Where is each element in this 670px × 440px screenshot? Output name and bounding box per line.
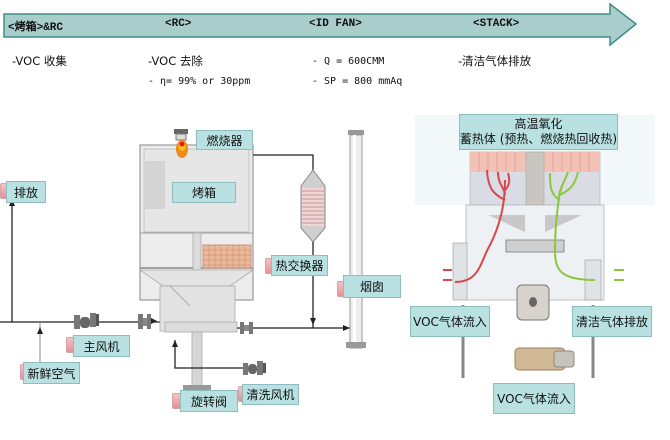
- clean-flow-arrows: [549, 171, 624, 281]
- fresh-air-inlet: [37, 322, 43, 363]
- stage-rc: <RC>: [165, 18, 192, 30]
- label-cleaning-fan: 清洗风机: [242, 384, 299, 405]
- stage-oven-rc: <烤箱>&RC: [8, 22, 64, 34]
- burner-icon: [174, 129, 188, 158]
- hot-flow-arrows: [443, 169, 511, 283]
- rto-unit: [415, 115, 655, 378]
- label-chimney: 烟囱: [343, 275, 401, 298]
- exhaust-pipe: [9, 199, 15, 322]
- id-fan-damper-icon: [240, 322, 253, 334]
- label-burner: 燃烧器: [196, 130, 253, 150]
- main-fan-icon: [74, 313, 99, 329]
- label-clean-gas-exhaust: 清洁气体排放: [572, 306, 652, 337]
- label-main-fan: 主风机: [73, 335, 130, 357]
- stage-id-fan: <ID FAN>: [309, 18, 362, 30]
- note-efficiency: - η= 99% or 30ppm: [148, 76, 251, 87]
- note-voc-collect: -VOC 收集: [12, 54, 67, 68]
- label-rto-title: 高温氧化 蓄热体 (预热、燃烧热回收热): [459, 114, 618, 150]
- process-flow-arrow: [3, 2, 638, 47]
- damper-icon: [138, 314, 157, 329]
- note-flow-rate: - Q = 600CMM: [312, 56, 385, 67]
- note-voc-remove: -VOC 去除: [148, 54, 203, 68]
- note-clean-exhaust: -清洁气体排放: [458, 54, 532, 68]
- chimney-icon: [346, 130, 366, 349]
- heat-exchanger-icon: [300, 169, 326, 243]
- label-heat-exchanger: 热交换器: [271, 255, 328, 276]
- label-rotary-valve: 旋转阀: [180, 390, 238, 412]
- rto-title-line2: 蓄热体 (预热、燃烧热回收热): [459, 132, 618, 146]
- label-fresh-air: 新鲜空气: [23, 362, 80, 384]
- label-exhaust: 排放: [6, 181, 46, 203]
- label-voc-inflow-left: VOC气体流入: [410, 306, 490, 337]
- stage-stack: <STACK>: [473, 18, 520, 30]
- label-oven: 烤箱: [172, 182, 236, 203]
- label-voc-inflow-bottom: VOC气体流入: [493, 383, 575, 414]
- cleaning-fan-icon: [243, 361, 266, 375]
- note-static-pressure: - SP = 800 mmAq: [312, 76, 403, 87]
- oven-body: [138, 144, 255, 390]
- rto-title-line1: 高温氧化: [514, 117, 563, 131]
